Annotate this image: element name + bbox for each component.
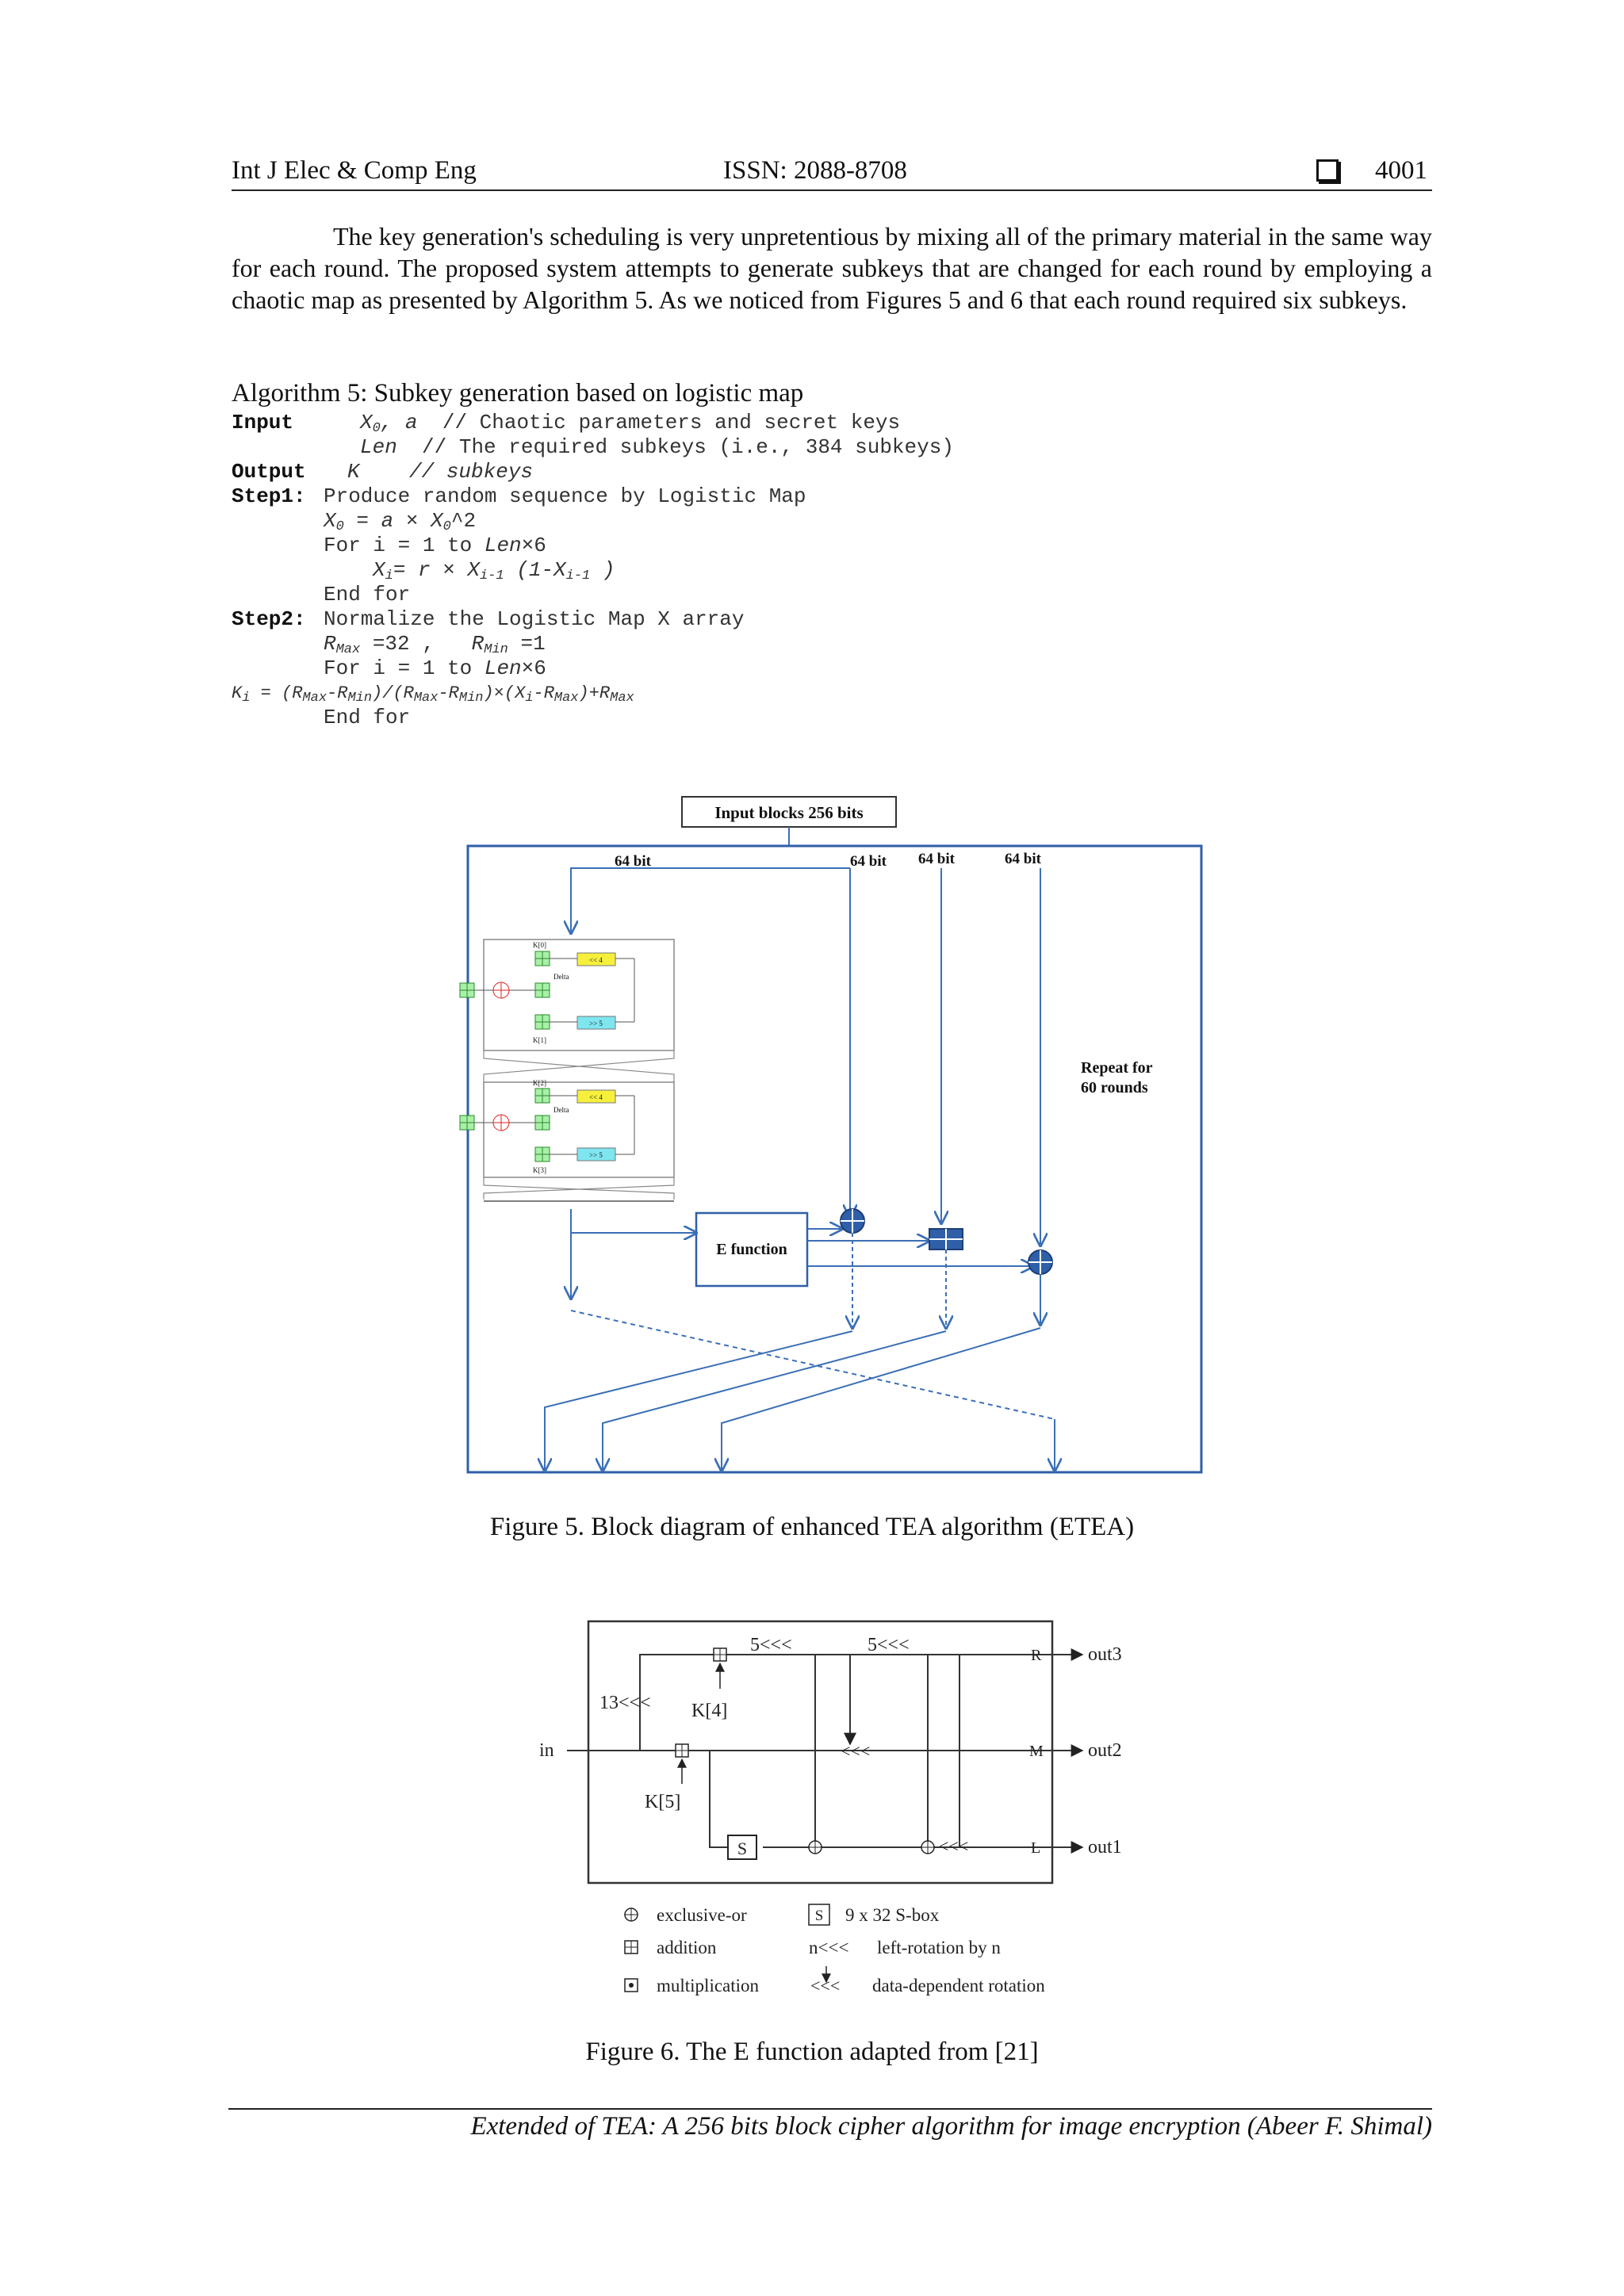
delta-label-1: Delta [553,973,569,981]
figure-6-caption: Figure 6. The E function adapted from [2… [585,2038,1039,2066]
figure-5-caption: Figure 5. Block diagram of enhanced TEA … [489,1513,1135,1541]
end-for-2: End for [324,706,411,729]
k3-label: K[3] [533,1166,546,1174]
legend-sbox-symbol: S [815,1908,824,1924]
footer-rule [228,2108,1432,2110]
legend-rot-symbol: n<<< [809,1938,848,1957]
xor-bottom-1-icon [808,1840,822,1854]
step1-text: Produce random sequence by Logistic Map [324,484,806,508]
add-k4-icon [713,1647,727,1662]
running-header: Int J Elec & Comp Eng ISSN: 2088-8708 40… [232,153,1432,191]
e-function-label: E function [716,1241,787,1258]
figure-6-diagram: in S 13<<< K[4] K[5] 5<<< 5<<< <<< <<< R… [539,1620,1122,1996]
page-number: 4001 [1375,156,1427,185]
input-line-2: // The required subkeys (i.e., 384 subke… [422,435,954,459]
add-k5-icon [675,1743,689,1758]
rot13-label: 13<<< [599,1693,651,1713]
input-blocks-box [681,796,897,828]
l-label: L [1031,1839,1040,1857]
repeat-label-line-2: 60 rounds [1081,1079,1148,1096]
k4-label: K[4] [691,1701,727,1721]
legend-dd: data-dependent rotation [872,1976,1045,1996]
box-glyph-icon [1316,159,1339,182]
delta-label-2: Delta [553,1106,569,1114]
r-label: R [1031,1647,1042,1664]
output-line-1: // subkeys [409,460,534,484]
k1-label: K[1] [533,1036,546,1044]
xor-operator-2-icon [1028,1249,1053,1275]
input-line-1: // Chaotic parameters and secret keys [442,411,901,434]
journal-name: Int J Elec & Comp Eng [232,156,477,185]
figure-5-diagram: Input blocks 256 bits 64 bit 64 bit 64 b… [459,796,1203,1474]
body-paragraph: The key generation's scheduling is very … [232,222,1432,314]
bit-label-2: 64 bit [850,853,887,870]
step1-keyword: Step1: [232,484,306,508]
input-keyword: Input [232,411,294,434]
shift-left-1: << 4 [589,956,603,964]
add-operator-icon [929,1228,963,1250]
rot5a-label: 5<<< [750,1635,792,1655]
out2-label: out2 [1088,1740,1122,1761]
step2-keyword: Step2: [232,607,306,631]
legend-xor-icon [624,1908,638,1922]
repeat-label-line-1: Repeat for [1081,1059,1153,1077]
shift-right-1: >> 5 [589,1020,603,1027]
sbox-label: S [737,1839,747,1858]
bit-label-3: 64 bit [918,851,956,867]
tea-round-1: K[0] K[1] Delta << 4 >> 5 [459,939,675,1051]
bit-label-4: 64 bit [1005,851,1042,867]
legend-add-icon [624,1940,638,1954]
end-for-1: End for [324,583,411,607]
legend-sbox-icon [808,1904,830,1926]
xor-operator-1-icon [840,1208,865,1234]
e-function-frame [587,1620,1054,1885]
out1-label: out1 [1088,1837,1122,1858]
input-blocks-label: Input blocks 256 bits [714,803,863,822]
issn: ISSN: 2088-8708 [723,156,907,185]
e-function-box [695,1211,809,1288]
legend-mul-icon [624,1978,638,1992]
step2-text: Normalize the Logistic Map X array [324,607,745,631]
out3-label: out3 [1088,1644,1122,1665]
m-label: M [1029,1743,1044,1760]
algorithm-title: Algorithm 5: Subkey generation based on … [232,379,804,408]
xor-bottom-2-icon [921,1840,935,1854]
legend-add: addition [657,1938,717,1957]
shift-left-2: << 4 [589,1093,603,1101]
legend-rot: left-rotation by n [877,1938,1001,1957]
legend-sbox: 9 x 32 S-box [845,1905,940,1925]
sbox-box [727,1835,757,1860]
in-label: in [539,1740,554,1761]
legend-xor: exclusive-or [657,1905,747,1925]
for-loop-2: For i = 1 to [324,656,485,680]
bit-label-1: 64 bit [615,853,652,870]
k5-label: K[5] [645,1792,680,1812]
k2-label: K[2] [533,1079,546,1087]
legend-dd-symbol: <<< [810,1976,840,1996]
footer-title: Extended of TEA: A 256 bits block cipher… [470,2112,1432,2141]
k0-label: K[0] [533,941,546,949]
dd-rot-label-2: <<< [939,1836,968,1856]
dd-rot-label-1: <<< [841,1741,870,1761]
for-loop-1: For i = 1 to [324,534,485,557]
legend-mul: multiplication [657,1976,760,1996]
tea-round-2: K[2] K[3] Delta << 4 >> 5 [459,1079,675,1178]
shift-right-2: >> 5 [589,1151,603,1159]
output-keyword: Output [232,460,306,484]
rot5b-label: 5<<< [868,1635,910,1655]
